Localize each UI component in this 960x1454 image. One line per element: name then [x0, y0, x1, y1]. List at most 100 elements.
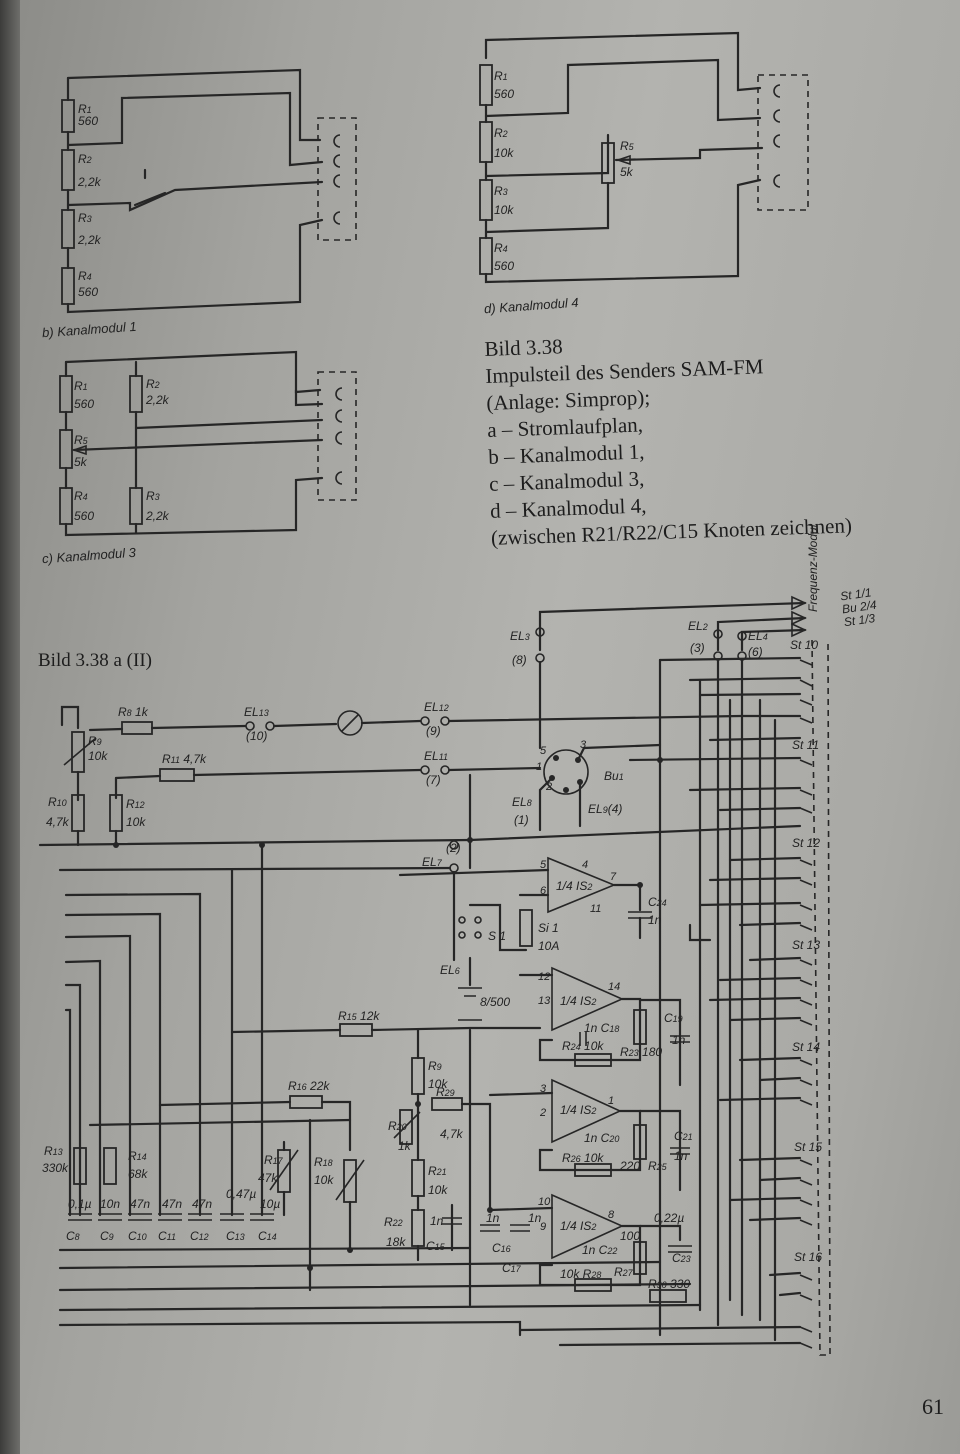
svg-text:47n: 47n — [162, 1197, 182, 1211]
svg-text:2,2k: 2,2k — [145, 509, 170, 523]
svg-text:47n: 47n — [192, 1197, 212, 1211]
resistor-r25 — [633, 1124, 647, 1160]
svg-text:R3: R3 — [494, 184, 508, 198]
svg-text:C8: C8 — [66, 1229, 80, 1243]
svg-text:10k: 10k — [126, 815, 146, 829]
svg-text:(3): (3) — [690, 641, 705, 655]
resistor-r4-d — [479, 237, 493, 275]
svg-text:C9: C9 — [100, 1229, 114, 1243]
page-number: 61 — [922, 1394, 944, 1419]
resistor-r1-d — [479, 64, 493, 106]
schematic-b-kanalmodul-1: R1 560 R2 2,2k R3 2,2k R4 560 — [61, 68, 357, 314]
svg-text:560: 560 — [494, 87, 514, 101]
svg-text:R5: R5 — [74, 433, 89, 447]
svg-text:4,7k: 4,7k — [46, 815, 70, 829]
svg-text:0,1µ: 0,1µ — [68, 1197, 92, 1211]
svg-text:EL7: EL7 — [422, 855, 443, 869]
svg-text:10: 10 — [538, 1196, 551, 1208]
svg-text:Bu1: Bu1 — [604, 769, 624, 783]
svg-text:560: 560 — [74, 397, 94, 411]
schematic-d-kanalmodul-4: R1 560 R2 10k R3 10k R4 560 R5 5k — [479, 31, 809, 284]
svg-text:1/4 IS2: 1/4 IS2 — [560, 1219, 596, 1233]
svg-text:R1: R1 — [78, 102, 92, 116]
svg-text:1n: 1n — [648, 913, 662, 927]
svg-text:10µ: 10µ — [260, 1197, 280, 1211]
svg-text:R21: R21 — [428, 1164, 447, 1178]
svg-text:12: 12 — [538, 971, 550, 983]
svg-text:10k: 10k — [428, 1183, 448, 1197]
svg-text:10k: 10k — [428, 1077, 448, 1091]
svg-text:EL12: EL12 — [424, 700, 449, 714]
svg-text:8: 8 — [608, 1209, 615, 1221]
resistor-r20 — [399, 1109, 413, 1145]
resistor-r12 — [109, 794, 123, 832]
svg-text:100: 100 — [620, 1229, 640, 1243]
figure-label: Bild 3.38 a (II) — [38, 650, 152, 671]
svg-text:C12: C12 — [190, 1229, 209, 1243]
svg-text:C21: C21 — [674, 1129, 693, 1143]
svg-text:2,2k: 2,2k — [77, 233, 102, 247]
svg-text:13: 13 — [538, 995, 551, 1007]
svg-text:R22: R22 — [384, 1215, 403, 1229]
svg-text:R8 1k: R8 1k — [118, 705, 149, 719]
svg-text:S 1: S 1 — [488, 929, 506, 943]
opamp-4 — [551, 1193, 624, 1260]
svg-text:R3: R3 — [78, 211, 92, 225]
svg-text:EL4: EL4 — [748, 629, 768, 643]
svg-text:R4: R4 — [74, 489, 88, 503]
svg-text:EL8: EL8 — [512, 795, 532, 809]
connector-st10: St 10 — [790, 638, 819, 652]
svg-text:1n C18: 1n C18 — [584, 1021, 619, 1035]
svg-text:10k R28: 10k R28 — [560, 1267, 601, 1281]
svg-text:EL6: EL6 — [440, 963, 460, 977]
svg-text:5k: 5k — [74, 455, 88, 469]
resistor-r5-c — [59, 429, 73, 469]
resistor-r14 — [103, 1147, 117, 1185]
svg-text:(9): (9) — [426, 724, 441, 738]
svg-text:3: 3 — [580, 739, 587, 751]
resistor-r16 — [289, 1095, 323, 1109]
resistor-r29 — [431, 1097, 463, 1111]
svg-text:R29: R29 — [436, 1085, 455, 1099]
svg-text:R2: R2 — [146, 377, 160, 391]
svg-text:(6): (6) — [748, 645, 763, 659]
resistor-r1-c — [59, 375, 73, 413]
svg-text:4: 4 — [582, 859, 588, 871]
svg-text:(1): (1) — [514, 813, 529, 827]
svg-text:R14: R14 — [128, 1149, 147, 1163]
svg-text:EL3: EL3 — [510, 629, 530, 643]
resistor-r30 — [649, 1289, 687, 1303]
svg-text:68k: 68k — [128, 1167, 148, 1181]
svg-text:14: 14 — [608, 981, 620, 993]
svg-text:0,22µ: 0,22µ — [654, 1211, 684, 1225]
svg-text:C10: C10 — [128, 1229, 147, 1243]
svg-text:R2: R2 — [78, 152, 92, 166]
svg-text:9: 9 — [540, 1221, 546, 1233]
svg-text:C17: C17 — [502, 1261, 522, 1275]
bu1-socket — [543, 749, 589, 795]
svg-text:10k: 10k — [314, 1173, 334, 1187]
resistor-r4-c — [59, 487, 73, 525]
svg-text:EL13: EL13 — [244, 705, 269, 719]
svg-text:R9: R9 — [88, 734, 102, 748]
resistor-r13 — [73, 1147, 87, 1185]
resistor-r2-d — [479, 121, 493, 163]
svg-text:R15 12k: R15 12k — [338, 1009, 380, 1023]
svg-text:560: 560 — [494, 259, 514, 273]
svg-text:R27: R27 — [614, 1265, 634, 1279]
svg-text:C14: C14 — [258, 1229, 277, 1243]
svg-text:4,7k: 4,7k — [440, 1127, 464, 1141]
svg-text:47k: 47k — [258, 1171, 278, 1185]
svg-text:3: 3 — [540, 1083, 547, 1095]
connector-st11: St 11 — [792, 738, 820, 752]
book-gutter — [0, 0, 20, 1454]
resistor-r1-b — [61, 99, 75, 133]
svg-text:C11: C11 — [158, 1229, 176, 1243]
resistor-r2-c — [129, 375, 143, 413]
svg-text:Si 1: Si 1 — [538, 921, 559, 935]
resistor-r24 — [574, 1053, 612, 1067]
connector-st12: St 12 — [792, 836, 821, 850]
svg-text:R2: R2 — [494, 126, 508, 140]
resistor-r3-c — [129, 487, 143, 525]
